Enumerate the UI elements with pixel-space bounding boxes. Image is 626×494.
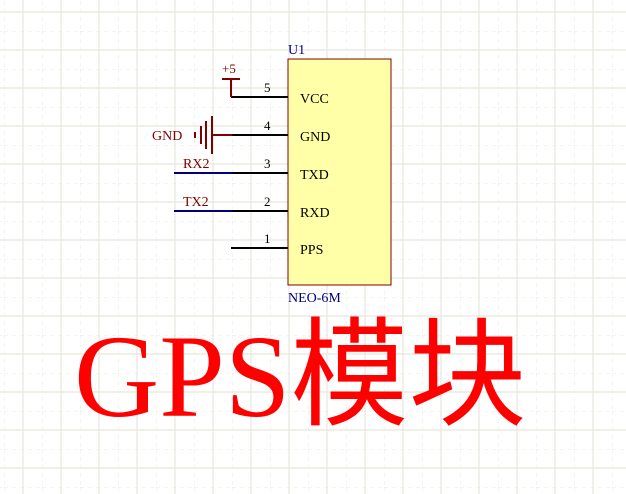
pin-3-name: TXD — [300, 168, 329, 183]
gps-module-symbol[interactable]: U1 NEO-6M 5 VCC 4 GND 3 TXD 2 RXD 1 PPS — [231, 43, 392, 306]
net-rx2[interactable]: RX2 — [174, 157, 232, 174]
pin-4-name: GND — [300, 130, 330, 145]
pin-5-name: VCC — [300, 92, 329, 107]
pin-3-number: 3 — [264, 156, 271, 171]
net-label-tx2: TX2 — [183, 195, 209, 210]
pin-2-name: RXD — [300, 206, 330, 221]
module-title: GPS模块 — [74, 311, 527, 442]
part-label: NEO-6M — [288, 291, 341, 306]
pin-5-number: 5 — [264, 80, 271, 95]
component-body[interactable] — [287, 58, 392, 286]
pin-4-number: 4 — [264, 118, 271, 133]
ground-symbol-icon[interactable]: GND — [152, 116, 232, 154]
net-tx2[interactable]: TX2 — [174, 195, 232, 212]
pin-2-number: 2 — [264, 194, 271, 209]
pin-1-name: PPS — [300, 243, 323, 258]
ground-label: GND — [152, 129, 182, 144]
power-port-label: +5 — [222, 61, 236, 76]
net-label-rx2: RX2 — [183, 157, 209, 172]
power-port-+5[interactable]: +5 — [222, 61, 240, 97]
designator-label: U1 — [288, 43, 305, 58]
pin-1-number: 1 — [264, 231, 271, 246]
